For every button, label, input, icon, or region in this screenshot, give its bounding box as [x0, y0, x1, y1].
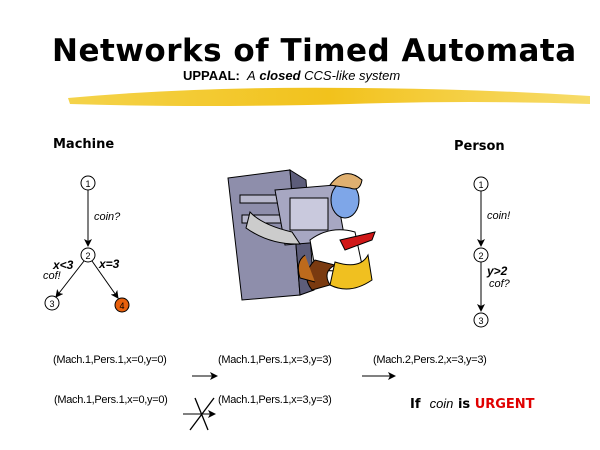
- person-sync: cof?: [489, 278, 511, 290]
- machine-location-4-urgent: [114, 297, 130, 313]
- person-location-3: [473, 312, 489, 328]
- person-heading: Person: [454, 139, 505, 154]
- machine-edge-coin: coin?: [94, 211, 121, 223]
- person-automaton: 1 2 3 coin! y>2 cof?: [473, 176, 511, 328]
- svg-text:1: 1: [478, 180, 483, 190]
- machine-heading: Machine: [53, 137, 115, 152]
- svg-text:2: 2: [478, 251, 483, 261]
- svg-text:2: 2: [85, 251, 90, 261]
- trace-state: (Mach.1,Pers.1,x=0,y=0): [54, 394, 168, 406]
- svg-text:3: 3: [478, 316, 483, 326]
- person-location-2: [473, 247, 489, 263]
- subtitle-prefix: UPPAAL:: [183, 68, 240, 83]
- subtitle-a: A: [247, 68, 256, 83]
- slide-subtitle: UPPAAL: A closed CCS-like system: [183, 68, 400, 83]
- highlighter-stroke: [68, 87, 590, 106]
- trace-state: (Mach.1,Pers.1,x=3,y=3): [218, 354, 332, 366]
- machine-sync-left: cof!: [43, 270, 61, 282]
- man-vs-computer-clipart: [227, 169, 376, 301]
- machine-guard-left: x<3: [52, 258, 74, 272]
- urgent-note-is: is: [457, 397, 471, 412]
- trace-state: (Mach.1,Pers.1,x=3,y=3): [218, 394, 332, 406]
- slide-title: Networks of Timed Automata: [52, 33, 577, 69]
- subtitle-rest: CCS-like system: [304, 68, 401, 83]
- trace-state: (Mach.2,Pers.2,x=3,y=3): [373, 354, 487, 366]
- machine-automaton: 1 2 3 4 coin? x<3 cof! x=3: [43, 175, 130, 313]
- machine-location-3: [44, 295, 60, 311]
- cross-out-line-2: [189, 397, 215, 431]
- trace-state: (Mach.1,Pers.1,x=0,y=0): [53, 354, 167, 366]
- svg-text:3: 3: [49, 299, 54, 309]
- urgent-keyword: URGENT: [474, 397, 535, 412]
- machine-guard-right: x=3: [98, 257, 120, 271]
- machine-location-1: [80, 175, 96, 191]
- svg-text:4: 4: [119, 301, 124, 311]
- person-guard: y>2: [486, 264, 508, 278]
- person-location-1: [473, 176, 489, 192]
- urgent-note-if: If: [410, 397, 421, 412]
- person-edge-coin: coin!: [487, 210, 510, 222]
- machine-location-2: [80, 247, 96, 263]
- svg-text:1: 1: [85, 179, 90, 189]
- urgent-note-coin: coin: [429, 396, 454, 411]
- subtitle-closed: closed: [259, 68, 301, 83]
- urgent-note: If coin is URGENT: [410, 396, 535, 412]
